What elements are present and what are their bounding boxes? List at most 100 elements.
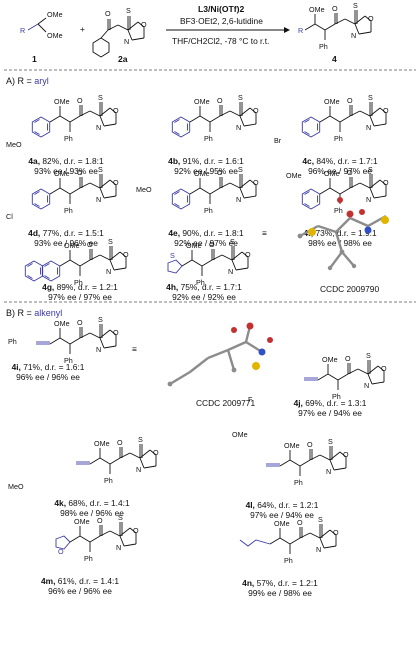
product-ee-caption: 96% ee / 97% ee xyxy=(308,166,372,176)
atom-o: O xyxy=(209,240,215,249)
product-ee-caption: 97% ee / 97% ee xyxy=(48,292,112,302)
product-yield: 73%, d.r. = 1.9:1 xyxy=(315,228,377,238)
atom-ph: Ph xyxy=(334,134,343,143)
product-yield-caption: 4n, 57%, d.r. = 1.2:1 xyxy=(242,578,318,588)
atom-ome: OMe xyxy=(194,169,210,178)
product-4f: OMePhOSNO4f, 73%, d.r. = 1.9:198% ee / 9… xyxy=(301,165,389,248)
product-id: 4h, xyxy=(166,282,180,292)
atom-s: S xyxy=(368,165,373,174)
product-ee-caption: 97% ee / 94% ee xyxy=(298,408,362,418)
atom-ph: Ph xyxy=(64,206,73,215)
compound-1-structure: R OMe OMe xyxy=(20,10,63,40)
atom-s: S xyxy=(368,93,373,102)
atom-ome: OMe xyxy=(322,355,338,364)
atom-o: O xyxy=(347,168,353,177)
atom-ome: OMe xyxy=(74,517,90,526)
product-yield: 89%, d.r. = 1.2:1 xyxy=(57,282,119,292)
substituent-meo: MeO xyxy=(8,482,24,491)
atom-ph: Ph xyxy=(319,42,328,51)
compound-4-label: 4 xyxy=(332,54,337,64)
crystal-structure-4h: ≡ CCDC 2009790 xyxy=(262,197,389,294)
product-yield: 68%, d.r. = 1.4:1 xyxy=(68,498,130,508)
product-id: 4m, xyxy=(41,576,58,586)
substituent-f: F xyxy=(248,395,253,404)
atom-ome: OMe xyxy=(54,97,70,106)
atom-n: N xyxy=(116,543,121,552)
product-yield: 91%, d.r. = 1.6:1 xyxy=(183,156,245,166)
section-b-heading: B) R = alkenyl xyxy=(6,308,62,318)
substituent-cl: Cl xyxy=(6,212,13,221)
atom-n: N xyxy=(96,123,101,132)
atom-s: S xyxy=(108,237,113,246)
product-ee-caption: 93% ee / 93% ee xyxy=(34,166,98,176)
atom-s: S xyxy=(366,351,371,360)
atom-n: N xyxy=(316,545,321,554)
product-yield-caption: 4b, 91%, d.r. = 1.6:1 xyxy=(168,156,244,166)
reagent-catalyst: L3/Ni(OTf)2 xyxy=(198,4,245,14)
atom-o: O xyxy=(383,106,389,115)
product-yield: 57%, d.r. = 1.2:1 xyxy=(257,578,319,588)
atom-n: N xyxy=(364,381,369,390)
atom-n: N xyxy=(366,195,371,204)
product-yield: 84%, d.r. = 1.7:1 xyxy=(316,156,378,166)
product-id: 4i, xyxy=(12,362,24,372)
atom-o: O xyxy=(105,9,111,18)
product-yield: 71%, d.r. = 1.6:1 xyxy=(23,362,85,372)
atom-ome: OMe xyxy=(186,241,202,250)
atom-o: O xyxy=(368,14,374,23)
atom-s: S xyxy=(238,165,243,174)
product-id: 4e, xyxy=(168,228,182,238)
plus-sign: + xyxy=(80,24,85,34)
product-yield: 77%, d.r. = 1.5:1 xyxy=(43,228,105,238)
atom-ome: OMe xyxy=(274,519,290,528)
product-yield: 82%, d.r. = 1.8:1 xyxy=(42,156,104,166)
atom-o: O xyxy=(77,96,83,105)
product-ee-caption: 96% ee / 96% ee xyxy=(16,372,80,382)
atom-o: O xyxy=(133,526,139,535)
atom-o: O xyxy=(253,106,259,115)
substituent-br: Br xyxy=(274,136,282,145)
atom-o: O xyxy=(87,240,93,249)
product-ee-caption: 92% ee / 92% ee xyxy=(172,292,236,302)
atom-ph: Ph xyxy=(84,554,93,563)
atom-s: S xyxy=(98,315,103,324)
product-ee-caption: 98% ee / 96% ee xyxy=(60,508,124,518)
atom-ome: OMe xyxy=(324,169,340,178)
product-ee-caption: 99% ee / 98% ee xyxy=(248,588,312,598)
product-id: 4j, xyxy=(294,398,306,408)
atom-o: O xyxy=(381,364,387,373)
atom-ome: OMe xyxy=(284,441,300,450)
atom-s: S xyxy=(353,1,358,10)
product-yield-caption: 4c, 84%, d.r. = 1.7:1 xyxy=(302,156,378,166)
product-yield-caption: 4d, 77%, d.r. = 1.5:1 xyxy=(28,228,104,238)
atom-n: N xyxy=(326,467,331,476)
atom-ph: Ph xyxy=(332,392,341,401)
product-yield: 75%, d.r. = 1.7:1 xyxy=(181,282,243,292)
product-yield: 64%, d.r. = 1.2:1 xyxy=(257,500,319,510)
atom-s: S xyxy=(238,93,243,102)
compound-1-label: 1 xyxy=(32,54,37,64)
substituent-ome: OMe xyxy=(232,430,248,439)
atom-o: O xyxy=(141,20,147,29)
product-ee-caption: 92% ee / 95% ee xyxy=(174,166,238,176)
atom-o: O xyxy=(153,448,159,457)
atom-o: O xyxy=(245,250,251,259)
atom-o: O xyxy=(343,450,349,459)
atom-ome: OMe xyxy=(54,319,70,328)
product-yield-caption: 4h, 75%, d.r. = 1.7:1 xyxy=(166,282,242,292)
reagent-additives: BF3·OEt2, 2,6-lutidine xyxy=(180,16,263,26)
atom-n: N xyxy=(106,267,111,276)
atom-o: O xyxy=(113,328,119,337)
atom-s: S xyxy=(170,251,175,260)
atom-s: S xyxy=(98,165,103,174)
atom-o: O xyxy=(77,318,83,327)
atom-s: S xyxy=(138,435,143,444)
atom-ph: Ph xyxy=(334,206,343,215)
